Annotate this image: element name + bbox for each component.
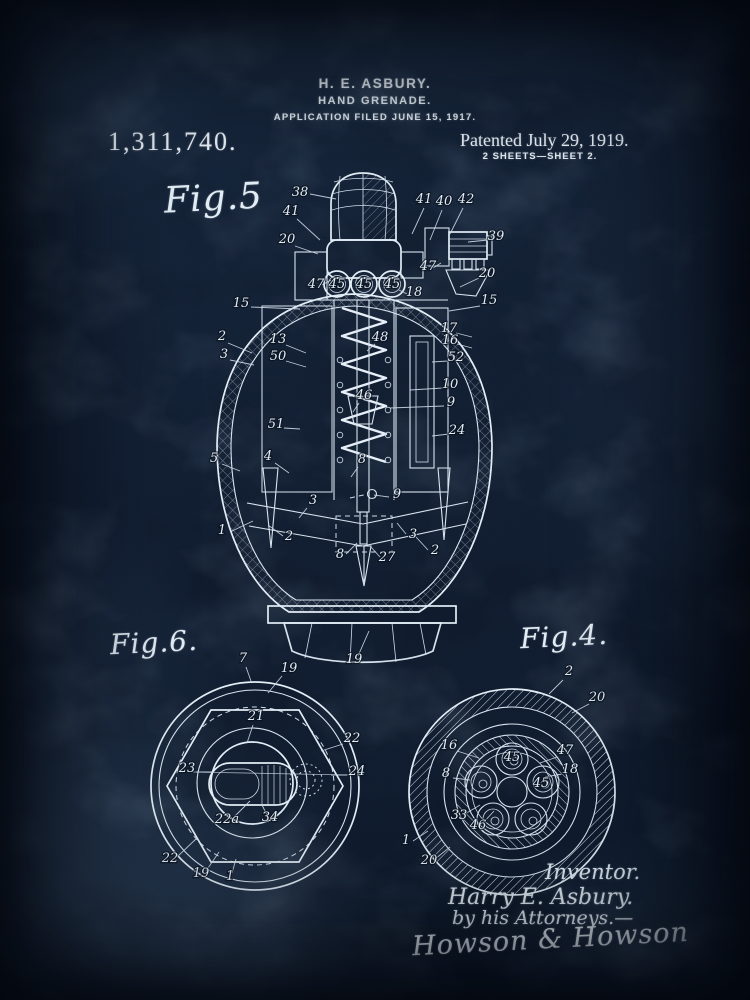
leader-line — [448, 305, 481, 312]
part-label-fig6-21: 21 — [247, 709, 265, 724]
part-label-fig6-22: 22 — [161, 851, 179, 866]
part-label-fig5-20: 20 — [278, 232, 296, 247]
fig4-caption: Fig.4. — [519, 617, 609, 656]
part-label-fig6-34: 34 — [262, 810, 279, 825]
leader-line — [389, 405, 445, 409]
patent-title: HAND GRENADE. — [318, 95, 432, 107]
part-label-fig5-47: 47 — [307, 277, 325, 292]
part-label-fig5-2: 2 — [284, 529, 293, 544]
part-label-fig4-46: 46 — [469, 818, 487, 833]
fig5-grenade-cross-section — [216, 172, 493, 664]
part-label-fig4-20: 20 — [588, 690, 606, 705]
part-label-fig5-18: 18 — [406, 285, 423, 300]
part-label-fig4-20: 20 — [420, 853, 438, 868]
part-label-fig5-2: 2 — [217, 329, 226, 344]
part-label-fig5-15: 15 — [233, 296, 250, 311]
inventor-name-header: H. E. ASBURY. — [318, 76, 432, 91]
part-label-fig6-23: 23 — [178, 761, 196, 776]
part-label-fig5-51: 51 — [268, 417, 285, 432]
part-label-fig6-19: 19 — [281, 661, 298, 676]
part-label-fig4-33: 33 — [451, 808, 468, 823]
part-label-fig4-47: 47 — [556, 743, 574, 758]
part-label-fig5-19: 19 — [346, 652, 363, 667]
patented-date: Patented July 29, 1919. — [460, 130, 629, 150]
patent-number: 1,311,740. — [108, 127, 238, 156]
leader-line — [285, 360, 307, 368]
part-label-fig5-3: 3 — [220, 347, 228, 362]
part-label-fig4-45: 45 — [532, 776, 550, 791]
part-label-fig5-9: 9 — [393, 487, 401, 502]
leader-line — [283, 427, 301, 430]
leader-line — [245, 666, 252, 682]
leader-line — [411, 207, 425, 235]
fig6-part-labels: 7 19 21 22 23 24 22a 34 22 19 1 — [159, 650, 366, 886]
part-label-fig4-45: 45 — [503, 750, 521, 765]
part-label-fig5-27: 27 — [378, 550, 396, 565]
part-label-fig4-8: 8 — [442, 766, 450, 781]
part-label-fig5-48: 48 — [371, 330, 389, 345]
part-label-fig4-16: 16 — [441, 738, 458, 753]
leader-line — [320, 743, 344, 752]
part-label-fig6-22: 22 — [343, 731, 361, 746]
part-label-fig5-47: 47 — [419, 259, 437, 274]
part-label-fig5-2: 2 — [430, 543, 439, 558]
leader-line — [294, 245, 319, 255]
part-label-fig6-22a: 22a — [214, 812, 239, 827]
part-label-fig6-19: 19 — [193, 866, 210, 881]
part-label-fig6-24: 24 — [348, 764, 366, 779]
leader-line — [548, 679, 564, 695]
part-label-fig5-3: 3 — [309, 493, 317, 508]
part-label-fig5-46: 46 — [355, 388, 373, 403]
part-label-fig6-7: 7 — [239, 651, 248, 666]
application-date: APPLICATION FILED JUNE 15, 1917. — [273, 112, 477, 123]
leader-line — [467, 239, 489, 243]
part-label-fig4-1: 1 — [402, 833, 410, 848]
inventor-label: Inventor. — [545, 860, 641, 884]
part-label-fig5-5: 5 — [210, 451, 218, 466]
leader-line — [296, 218, 321, 241]
part-label-fig5-40: 40 — [435, 194, 453, 209]
part-label-fig5-4: 4 — [263, 449, 272, 464]
part-label-fig5-13: 13 — [270, 332, 287, 347]
leader-line — [459, 277, 480, 288]
fig5-caption: Fig.5 — [162, 175, 264, 222]
part-label-fig5-8: 8 — [358, 452, 366, 467]
sheet-info: 2 SHEETS—SHEET 2. — [482, 151, 598, 162]
part-label-fig5-45: 45 — [355, 277, 373, 292]
part-label-fig5-41: 41 — [282, 204, 300, 219]
part-label-fig5-1: 1 — [218, 523, 226, 538]
part-label-fig5-42: 42 — [457, 192, 475, 207]
leader-line — [429, 209, 443, 241]
leader-line — [409, 387, 444, 391]
part-label-fig5-16: 16 — [442, 333, 459, 348]
part-label-fig5-3: 3 — [409, 527, 417, 542]
part-label-fig5-50: 50 — [270, 349, 287, 364]
part-label-fig4-18: 18 — [562, 762, 579, 777]
part-label-fig5-39: 39 — [488, 229, 505, 244]
leader-line — [449, 207, 464, 235]
part-label-fig5-8: 8 — [336, 547, 344, 562]
part-label-fig5-15: 15 — [481, 293, 498, 308]
leader-line — [455, 332, 473, 338]
part-label-fig6-1: 1 — [226, 869, 234, 884]
part-label-fig5-41: 41 — [415, 192, 433, 207]
leader-line — [352, 402, 360, 413]
part-label-fig5-52: 52 — [448, 350, 465, 365]
part-label-fig5-9: 9 — [447, 395, 455, 410]
leader-line — [267, 524, 284, 537]
fig6-caption: Fig.6. — [109, 623, 199, 662]
part-label-fig5-20: 20 — [478, 266, 496, 281]
leader-line — [415, 536, 429, 551]
part-label-fig4-2: 2 — [564, 664, 573, 679]
part-label-fig5-38: 38 — [292, 185, 309, 200]
part-label-fig5-10: 10 — [442, 377, 459, 392]
part-label-fig5-24: 24 — [448, 423, 466, 438]
leader-line — [571, 703, 590, 714]
part-label-fig5-45: 45 — [328, 277, 346, 292]
part-label-fig5-45: 45 — [383, 277, 401, 292]
leader-line — [285, 344, 307, 354]
leader-line — [396, 522, 407, 535]
